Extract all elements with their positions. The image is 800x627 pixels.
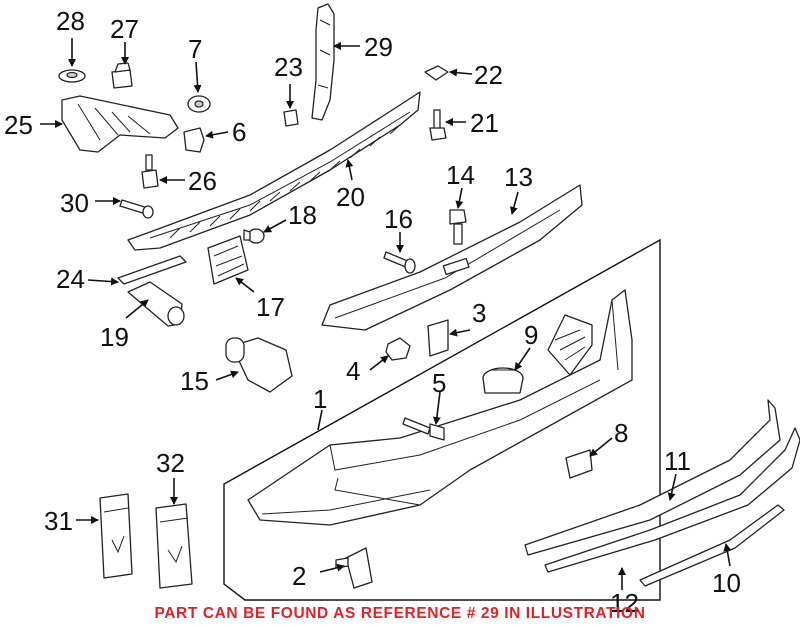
nut-28 xyxy=(58,69,86,83)
callout-31: 31 xyxy=(44,506,73,536)
callout-8: 8 xyxy=(614,418,628,448)
reference-note: PART CAN BE FOUND AS REFERENCE # 29 IN I… xyxy=(154,605,645,622)
side-bracket xyxy=(547,314,593,376)
callout-3: 3 xyxy=(472,298,486,328)
bolt-21 xyxy=(429,109,447,141)
tow-cover-19 xyxy=(127,281,185,327)
callout-11: 11 xyxy=(664,446,691,476)
callout-25: 25 xyxy=(4,110,33,140)
clip-27 xyxy=(111,62,133,89)
callout-7: 7 xyxy=(188,34,202,64)
nut-4 xyxy=(385,337,411,361)
callout-26: 26 xyxy=(188,166,217,196)
bolt-5 xyxy=(402,417,445,441)
leader-lines xyxy=(40,38,732,590)
bumper-assembly-frame xyxy=(223,238,661,601)
callout-21: 21 xyxy=(470,108,499,138)
touch-up-packet-31 xyxy=(99,493,133,579)
bracket-17 xyxy=(207,235,249,285)
callout-20: 20 xyxy=(336,182,365,212)
bracket-3 xyxy=(427,319,449,357)
callout-5: 5 xyxy=(432,368,446,398)
callout-4: 4 xyxy=(346,356,360,386)
callout-30: 30 xyxy=(60,188,89,218)
trim-strips xyxy=(524,399,800,587)
impact-absorber xyxy=(321,184,583,331)
callout-labels: 1 2 3 4 5 6 7 8 9 10 11 12 13 14 15 16 1… xyxy=(4,6,741,618)
clip-18 xyxy=(243,228,265,244)
bolt-16 xyxy=(383,251,416,274)
impact-bar xyxy=(127,91,421,251)
bolt-14 xyxy=(449,209,467,245)
callout-14: 14 xyxy=(446,160,475,190)
mounting-bracket xyxy=(61,95,179,153)
callout-13: 13 xyxy=(504,162,533,192)
grommet-7 xyxy=(187,95,211,113)
callout-9: 9 xyxy=(524,320,538,350)
bolt-30 xyxy=(119,199,154,219)
callout-2: 2 xyxy=(292,561,306,591)
bolt-26 xyxy=(141,154,159,189)
molding-24 xyxy=(117,255,187,285)
mounting-reinforcement xyxy=(311,3,335,121)
sensor-holder xyxy=(482,367,524,394)
nut-22 xyxy=(424,65,449,81)
callout-28: 28 xyxy=(56,6,85,36)
callout-15: 15 xyxy=(180,366,209,396)
callout-19: 19 xyxy=(100,322,129,352)
callout-18: 18 xyxy=(288,200,317,230)
cover-8 xyxy=(565,449,593,479)
tow-bracket-15 xyxy=(225,337,293,393)
clip-6 xyxy=(183,127,205,153)
callout-10: 10 xyxy=(712,568,741,598)
touch-up-packet-32 xyxy=(155,503,193,589)
callout-1: 1 xyxy=(313,384,327,414)
clip-2 xyxy=(335,547,373,589)
callout-6: 6 xyxy=(232,117,246,147)
callout-22: 22 xyxy=(474,60,503,90)
callout-12: 12 xyxy=(610,588,639,618)
callout-23: 23 xyxy=(274,52,303,82)
callout-29: 29 xyxy=(364,32,393,62)
clip-23 xyxy=(283,109,299,127)
callout-24: 24 xyxy=(56,264,85,294)
callout-32: 32 xyxy=(156,448,185,478)
callout-17: 17 xyxy=(256,292,285,322)
bumper-cover xyxy=(247,289,633,526)
callout-16: 16 xyxy=(384,204,413,234)
callout-27: 27 xyxy=(110,14,139,44)
